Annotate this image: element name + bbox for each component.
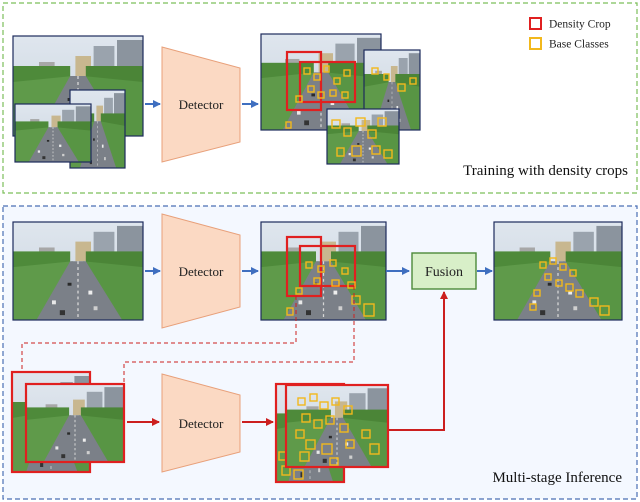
stage2-output-crop-front [284,383,390,469]
inference-panel-caption: Multi-stage Inference [492,470,622,486]
legend-base-classes-swatch [529,37,542,50]
dashed-link-crop2-to-stage2 [123,286,355,384]
detector-training-label: Detector [179,97,224,112]
legend-density-crop-label: Density Crop [549,19,611,31]
dashed-link-crop1-to-stage2 [21,296,297,372]
training-output-crop-bottom [326,108,400,165]
stage2-input-crop-front [24,382,126,464]
stage1-output-image [260,221,387,321]
detector-inference-label: Detector [179,264,224,279]
fusion-label: Fusion [425,265,463,280]
arrow-stage2-to-fusion [389,291,448,431]
fusion-module: Fusion [411,252,477,290]
detector-inference: Detector [161,213,241,329]
detector-stage2-label: Detector [179,416,224,431]
training-panel-caption: Training with density crops [463,163,628,179]
training-output-base-class-boxes [295,65,351,103]
training-input-crop-left [14,103,92,163]
detector-stage2: Detector [161,373,241,473]
legend-density-crop-swatch [529,17,542,30]
inference-input-image [12,221,144,321]
legend-base-classes-label: Base Classes [549,39,609,51]
detector-training: Detector [161,46,241,163]
final-output-image [493,221,623,321]
